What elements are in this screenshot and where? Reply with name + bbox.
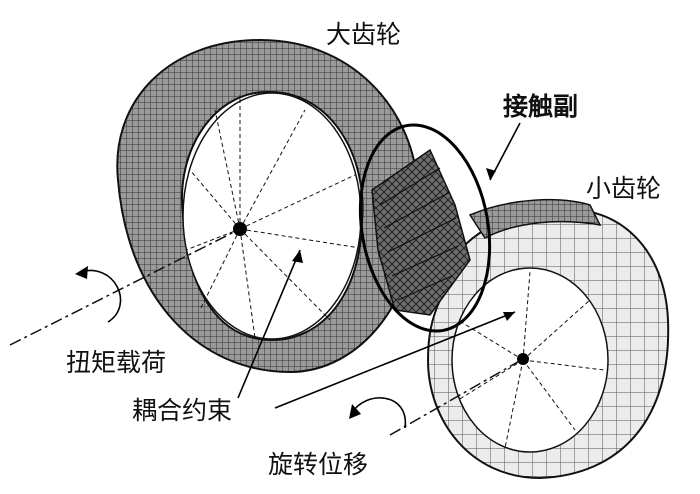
label-small-gear: 小齿轮: [586, 174, 662, 203]
small-gear-spokes: [457, 271, 605, 449]
leader-arrowheads: [292, 168, 515, 321]
large-gear-bore: [182, 92, 362, 340]
small-gear-center: [517, 353, 529, 365]
meshing-teeth: [371, 148, 471, 316]
rotation-axes: [9, 228, 524, 436]
label-contact-pair: 接触副: [503, 92, 579, 121]
label-rotational-displacement: 旋转位移: [268, 450, 369, 479]
label-large-gear: 大齿轮: [326, 20, 402, 49]
small-gear-bore: [451, 267, 609, 453]
large-gear-axis: [9, 228, 241, 346]
leader-lines: [237, 122, 521, 409]
label-coupling-constraint: 耦合约束: [132, 396, 233, 425]
coupling-leader-large: [237, 249, 301, 399]
small-gear-axis: [389, 358, 524, 436]
large-gear-spokes: [185, 95, 361, 339]
contact-pair-leader: [489, 122, 521, 181]
coupling-leader-small: [274, 311, 516, 409]
contact-pair-ellipse: [358, 123, 492, 333]
torque-arrow: [75, 266, 122, 323]
rotation-arrow: [349, 397, 406, 429]
small-gear-top-teeth: [468, 199, 602, 239]
label-torque-load: 扭矩载荷: [66, 348, 167, 377]
